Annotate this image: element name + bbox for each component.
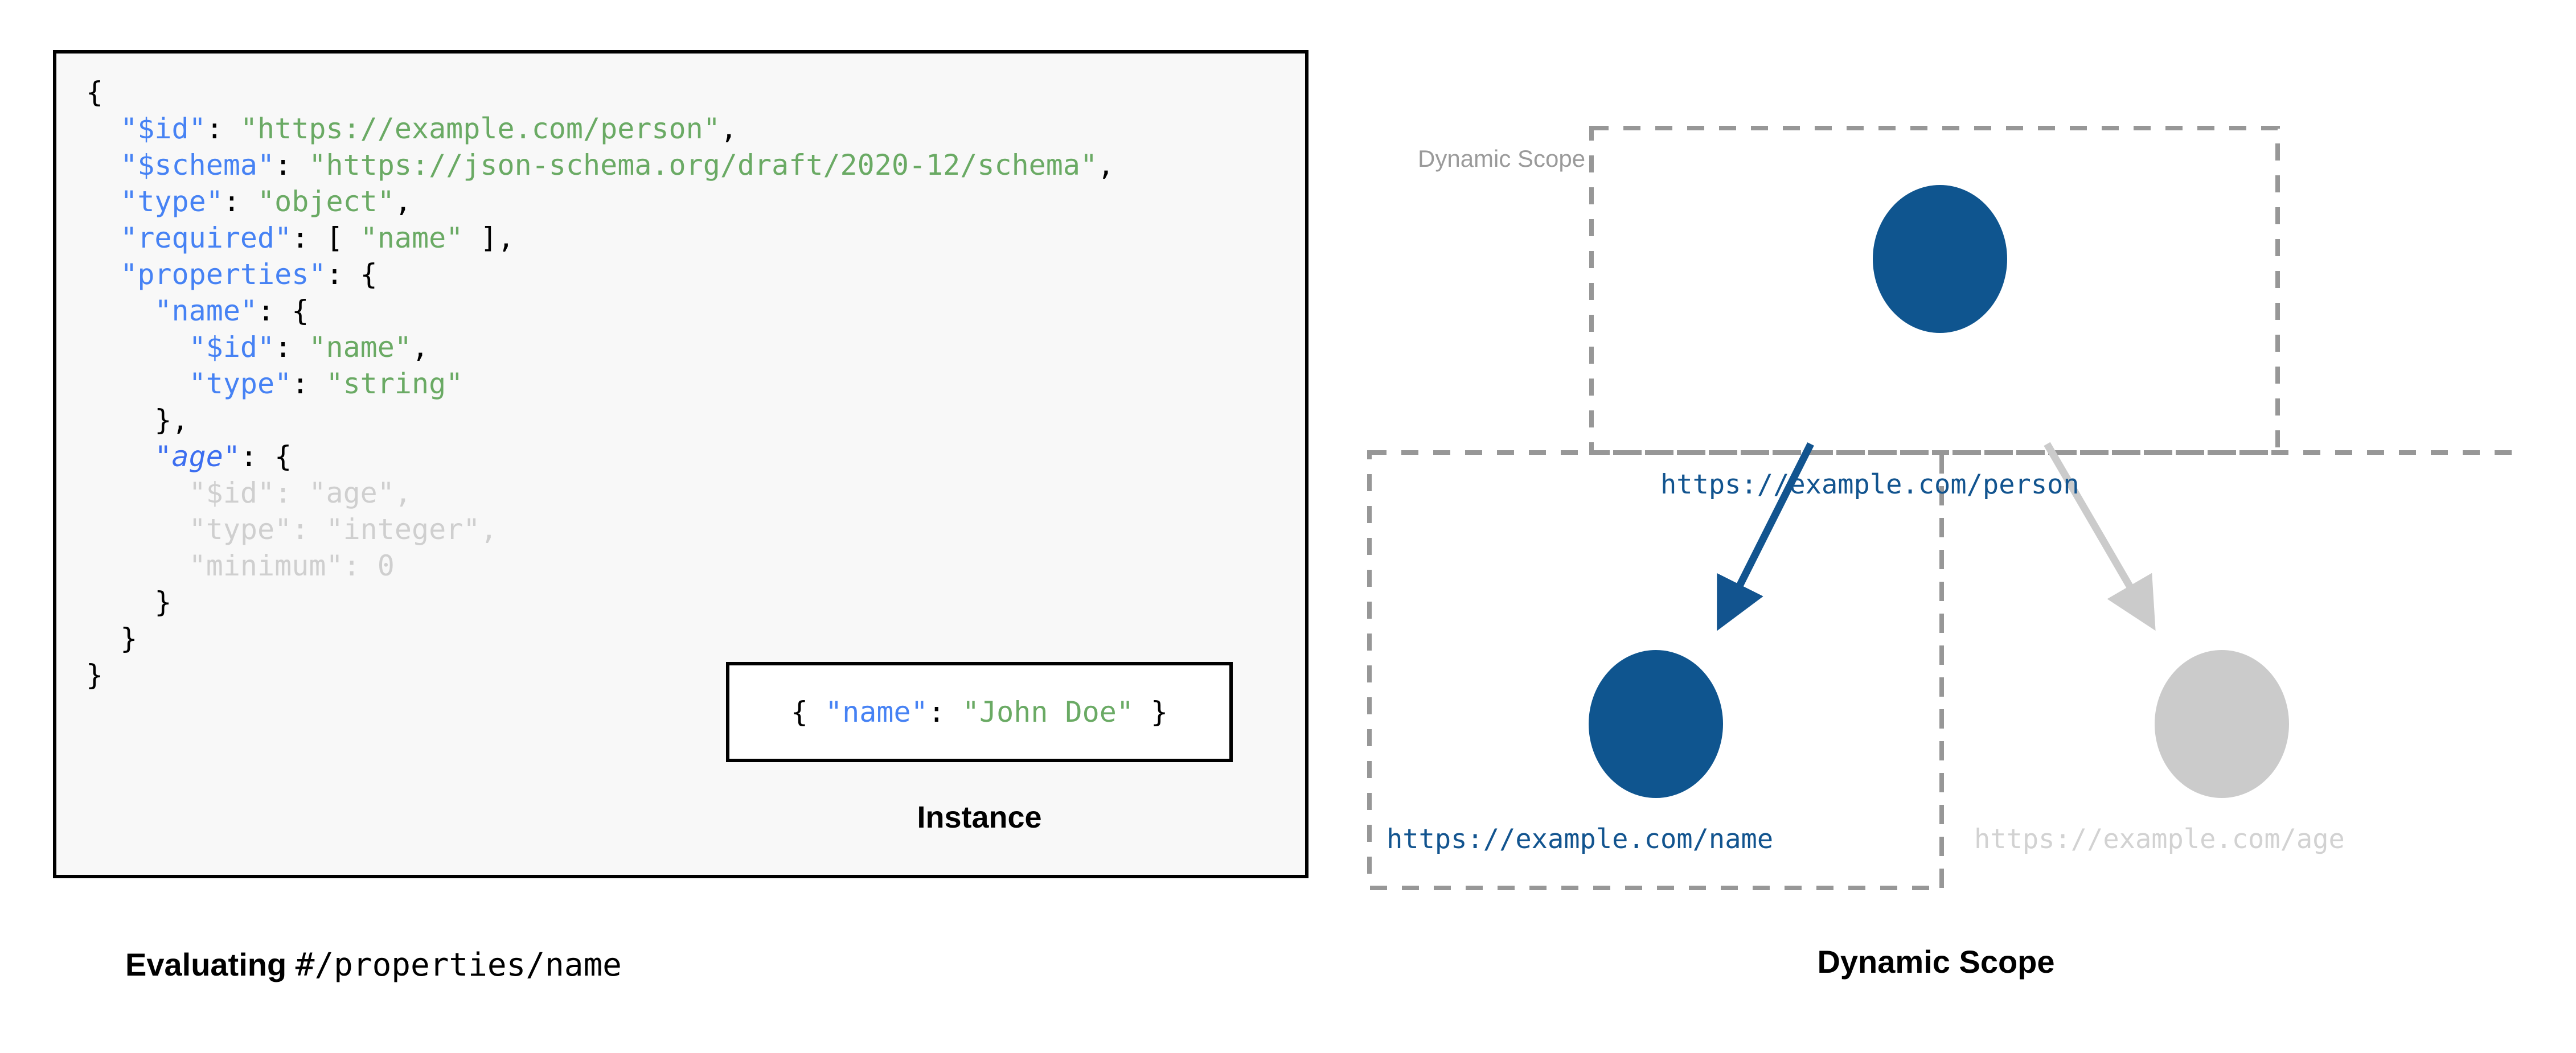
node-person-circle[interactable] — [1873, 185, 2007, 333]
node-age-circle[interactable] — [2155, 650, 2289, 798]
dynamic-scope-region-top — [1589, 126, 2280, 455]
instance-caption: Instance — [917, 800, 1042, 834]
instance-code-block: { "name": "John Doe" } — [790, 696, 1168, 729]
scope-graph-svg — [1367, 126, 2522, 890]
dynamic-scope-diagram: Dynamic Scope https://example.com/person… — [1338, 85, 2534, 911]
scope-region-name — [1367, 450, 1944, 890]
node-label-person: https://example.com/person — [1660, 469, 2079, 500]
left-caption-pointer: #/properties/name — [295, 947, 622, 984]
edge-person-to-age — [2044, 442, 2156, 631]
left-caption-bold: Evaluating — [125, 947, 287, 982]
left-figure-caption: Evaluating #/properties/name — [125, 945, 622, 985]
schema-code-block: { "$id": "https://example.com/person", "… — [86, 76, 1115, 692]
dynamic-scope-region-label: Dynamic Scope — [1418, 145, 1586, 172]
node-name-circle[interactable] — [1589, 650, 1723, 798]
edge-person-to-name — [1717, 442, 1814, 631]
node-label-name: https://example.com/name — [1387, 824, 1774, 855]
instance-box: { "name": "John Doe" } — [726, 662, 1233, 762]
schema-code-panel: { "$id": "https://example.com/person", "… — [53, 50, 1308, 878]
node-label-age: https://example.com/age — [1974, 824, 2345, 855]
right-figure-caption: Dynamic Scope — [1817, 944, 2055, 980]
